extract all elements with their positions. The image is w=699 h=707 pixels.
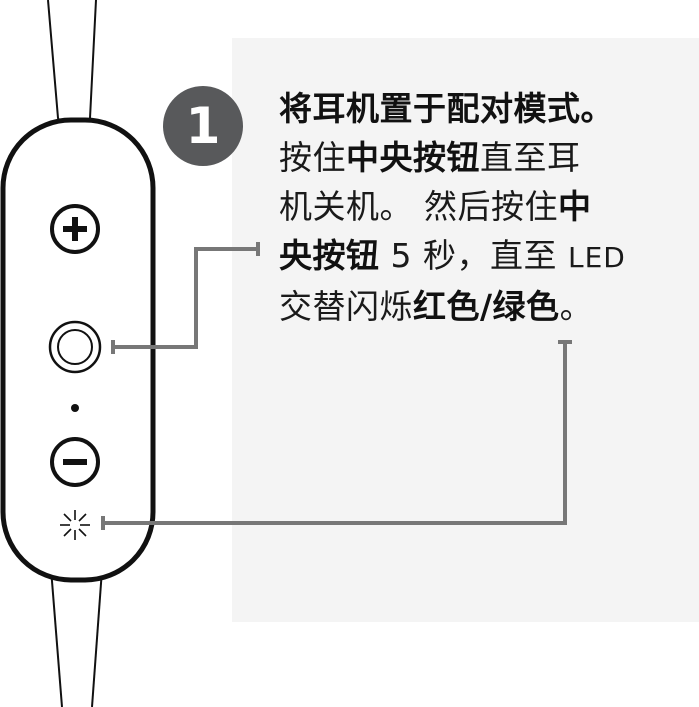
instruction-line-1: 将耳机置于配对模式。 — [279, 84, 699, 133]
instruction-line-4: 央按钮 5 秒，直至 LED — [279, 231, 699, 282]
step-number-badge: 1 — [163, 86, 243, 166]
led-colors-label: 红色/绿色 — [413, 287, 560, 326]
callout-center-button — [111, 242, 260, 354]
instruction-text-segment: 交替闪烁 — [279, 287, 413, 326]
instruction-text-segment: 。 — [559, 287, 594, 326]
instruction-text-segment: 按住 — [279, 138, 346, 177]
plus-icon[interactable] — [50, 204, 100, 254]
instruction-text-segment: 直至耳 — [480, 138, 581, 177]
instruction-line-2: 按住中央按钮直至耳 — [279, 133, 699, 182]
instruction-heading: 将耳机置于配对模式。 — [279, 89, 614, 128]
minus-icon[interactable] — [50, 437, 100, 487]
microphone-dot — [71, 404, 79, 412]
instruction-text-segment: 机关机。 然后按住 — [279, 187, 558, 226]
instruction-line-5: 交替闪烁红色/绿色。 — [279, 282, 699, 331]
instruction-line-3: 机关机。 然后按住中 — [279, 182, 699, 231]
led-light-icon — [60, 510, 90, 540]
center-button-icon[interactable] — [48, 320, 102, 374]
center-button-label: 中央按钮 — [346, 138, 480, 177]
center-button-label: 中 — [558, 187, 592, 226]
instruction-text: 将耳机置于配对模式。 按住中央按钮直至耳 机关机。 然后按住中 央按钮 5 秒，… — [279, 84, 699, 331]
instruction-text-segment: 5 秒，直至 — [379, 236, 568, 275]
callout-led — [101, 340, 572, 530]
center-button-label: 央按钮 — [279, 236, 380, 275]
led-label: LED — [567, 241, 626, 274]
